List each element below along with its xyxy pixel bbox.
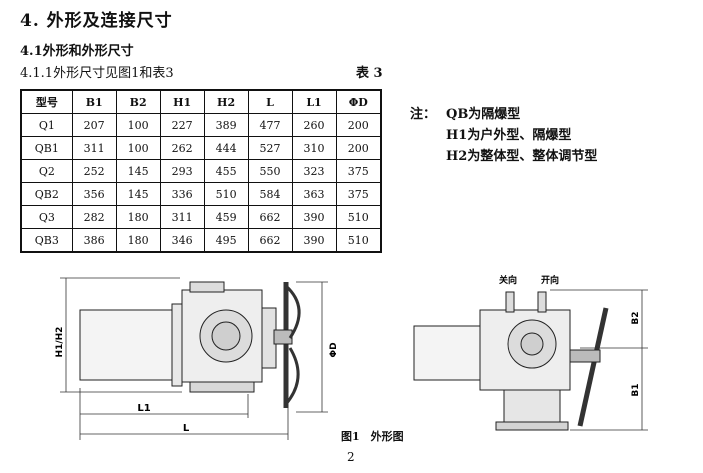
- notes-label: 注：: [410, 107, 437, 122]
- value-cell: 662: [247, 228, 293, 253]
- header-cell: L1: [291, 89, 337, 114]
- value-cell: 145: [115, 159, 161, 183]
- dim-label-b2: B2: [631, 311, 641, 324]
- subsection-heading: 4.1外形和外形尺寸: [20, 44, 134, 59]
- value-cell: 311: [159, 205, 205, 229]
- value-cell: 227: [159, 113, 205, 137]
- value-cell: 477: [247, 113, 293, 137]
- side-view-drawing: 关向 开向 B2 B1: [413, 274, 648, 431]
- value-cell: 180: [115, 205, 161, 229]
- value-cell: 252: [71, 159, 117, 183]
- value-cell: 390: [291, 228, 337, 253]
- model-cell: Q2: [20, 159, 73, 183]
- value-cell: 100: [115, 113, 161, 137]
- value-cell: 390: [291, 205, 337, 229]
- value-cell: 662: [247, 205, 293, 229]
- table-label: 表 3: [356, 66, 383, 81]
- value-cell: 444: [203, 136, 249, 160]
- note-line: H2为整体型、整体调节型: [446, 149, 598, 164]
- value-cell: 455: [203, 159, 249, 183]
- dim-label-l1: L1: [137, 403, 150, 414]
- header-cell: L: [247, 89, 293, 114]
- value-cell: 363: [291, 182, 337, 206]
- value-cell: 584: [247, 182, 293, 206]
- value-cell: 527: [247, 136, 293, 160]
- value-cell: 510: [335, 205, 382, 229]
- header-cell: 型号: [20, 89, 73, 114]
- value-cell: 375: [335, 159, 382, 183]
- value-cell: 386: [71, 228, 117, 253]
- value-cell: 310: [291, 136, 337, 160]
- value-cell: 323: [291, 159, 337, 183]
- value-cell: 100: [115, 136, 161, 160]
- value-cell: 180: [115, 228, 161, 253]
- model-cell: QB2: [20, 182, 73, 206]
- header-cell: H2: [203, 89, 249, 114]
- motor-body: [79, 309, 173, 381]
- front-view-drawing: H1/H2 ΦD L1 L: [55, 277, 339, 440]
- value-cell: 262: [159, 136, 205, 160]
- notes-block: 注： QB为隔爆型 H1为户外型、隔爆型 H2为整体型、整体调节型: [410, 104, 597, 167]
- dim-label-phid: ΦD: [329, 342, 339, 357]
- page-number: 2: [347, 450, 355, 464]
- value-cell: 311: [71, 136, 117, 160]
- model-cell: QB3: [20, 228, 73, 253]
- header-cell: B1: [71, 89, 117, 114]
- value-cell: 336: [159, 182, 205, 206]
- value-cell: 282: [71, 205, 117, 229]
- label-open-direction: 开向: [541, 274, 559, 286]
- note-line: H1为户外型、隔爆型: [446, 128, 572, 143]
- note-line: QB为隔爆型: [446, 107, 521, 122]
- value-cell: 145: [115, 182, 161, 206]
- value-cell: 356: [71, 182, 117, 206]
- value-cell: 200: [335, 113, 382, 137]
- value-cell: 207: [71, 113, 117, 137]
- model-cell: Q1: [20, 113, 73, 137]
- value-cell: 550: [247, 159, 293, 183]
- value-cell: 459: [203, 205, 249, 229]
- figure-caption: 图1 外形图: [341, 430, 404, 443]
- model-cell: QB1: [20, 136, 73, 160]
- dim-label-h1h2: H1/H2: [55, 327, 65, 358]
- dim-label-l: L: [183, 423, 190, 434]
- motor-body: [413, 325, 481, 381]
- value-cell: 346: [159, 228, 205, 253]
- value-cell: 495: [203, 228, 249, 253]
- value-cell: 510: [203, 182, 249, 206]
- handwheel: [577, 307, 609, 427]
- section-heading: 4. 外形及连接尺寸: [20, 11, 173, 31]
- dim-label-b1: B1: [631, 383, 641, 396]
- value-cell: 293: [159, 159, 205, 183]
- value-cell: 389: [203, 113, 249, 137]
- table-header-row: 型号 B1 B2 H1 H2 L L1 ΦD: [20, 89, 382, 114]
- value-cell: 200: [335, 136, 382, 160]
- header-cell: H1: [159, 89, 205, 114]
- header-cell: ΦD: [335, 89, 382, 114]
- label-close-direction: 关向: [499, 274, 517, 286]
- value-cell: 510: [335, 228, 382, 253]
- model-cell: Q3: [20, 205, 73, 229]
- table-reference-caption: 4.1.1外形尺寸见图1和表3: [20, 66, 174, 81]
- value-cell: 375: [335, 182, 382, 206]
- value-cell: 260: [291, 113, 337, 137]
- header-cell: B2: [115, 89, 161, 114]
